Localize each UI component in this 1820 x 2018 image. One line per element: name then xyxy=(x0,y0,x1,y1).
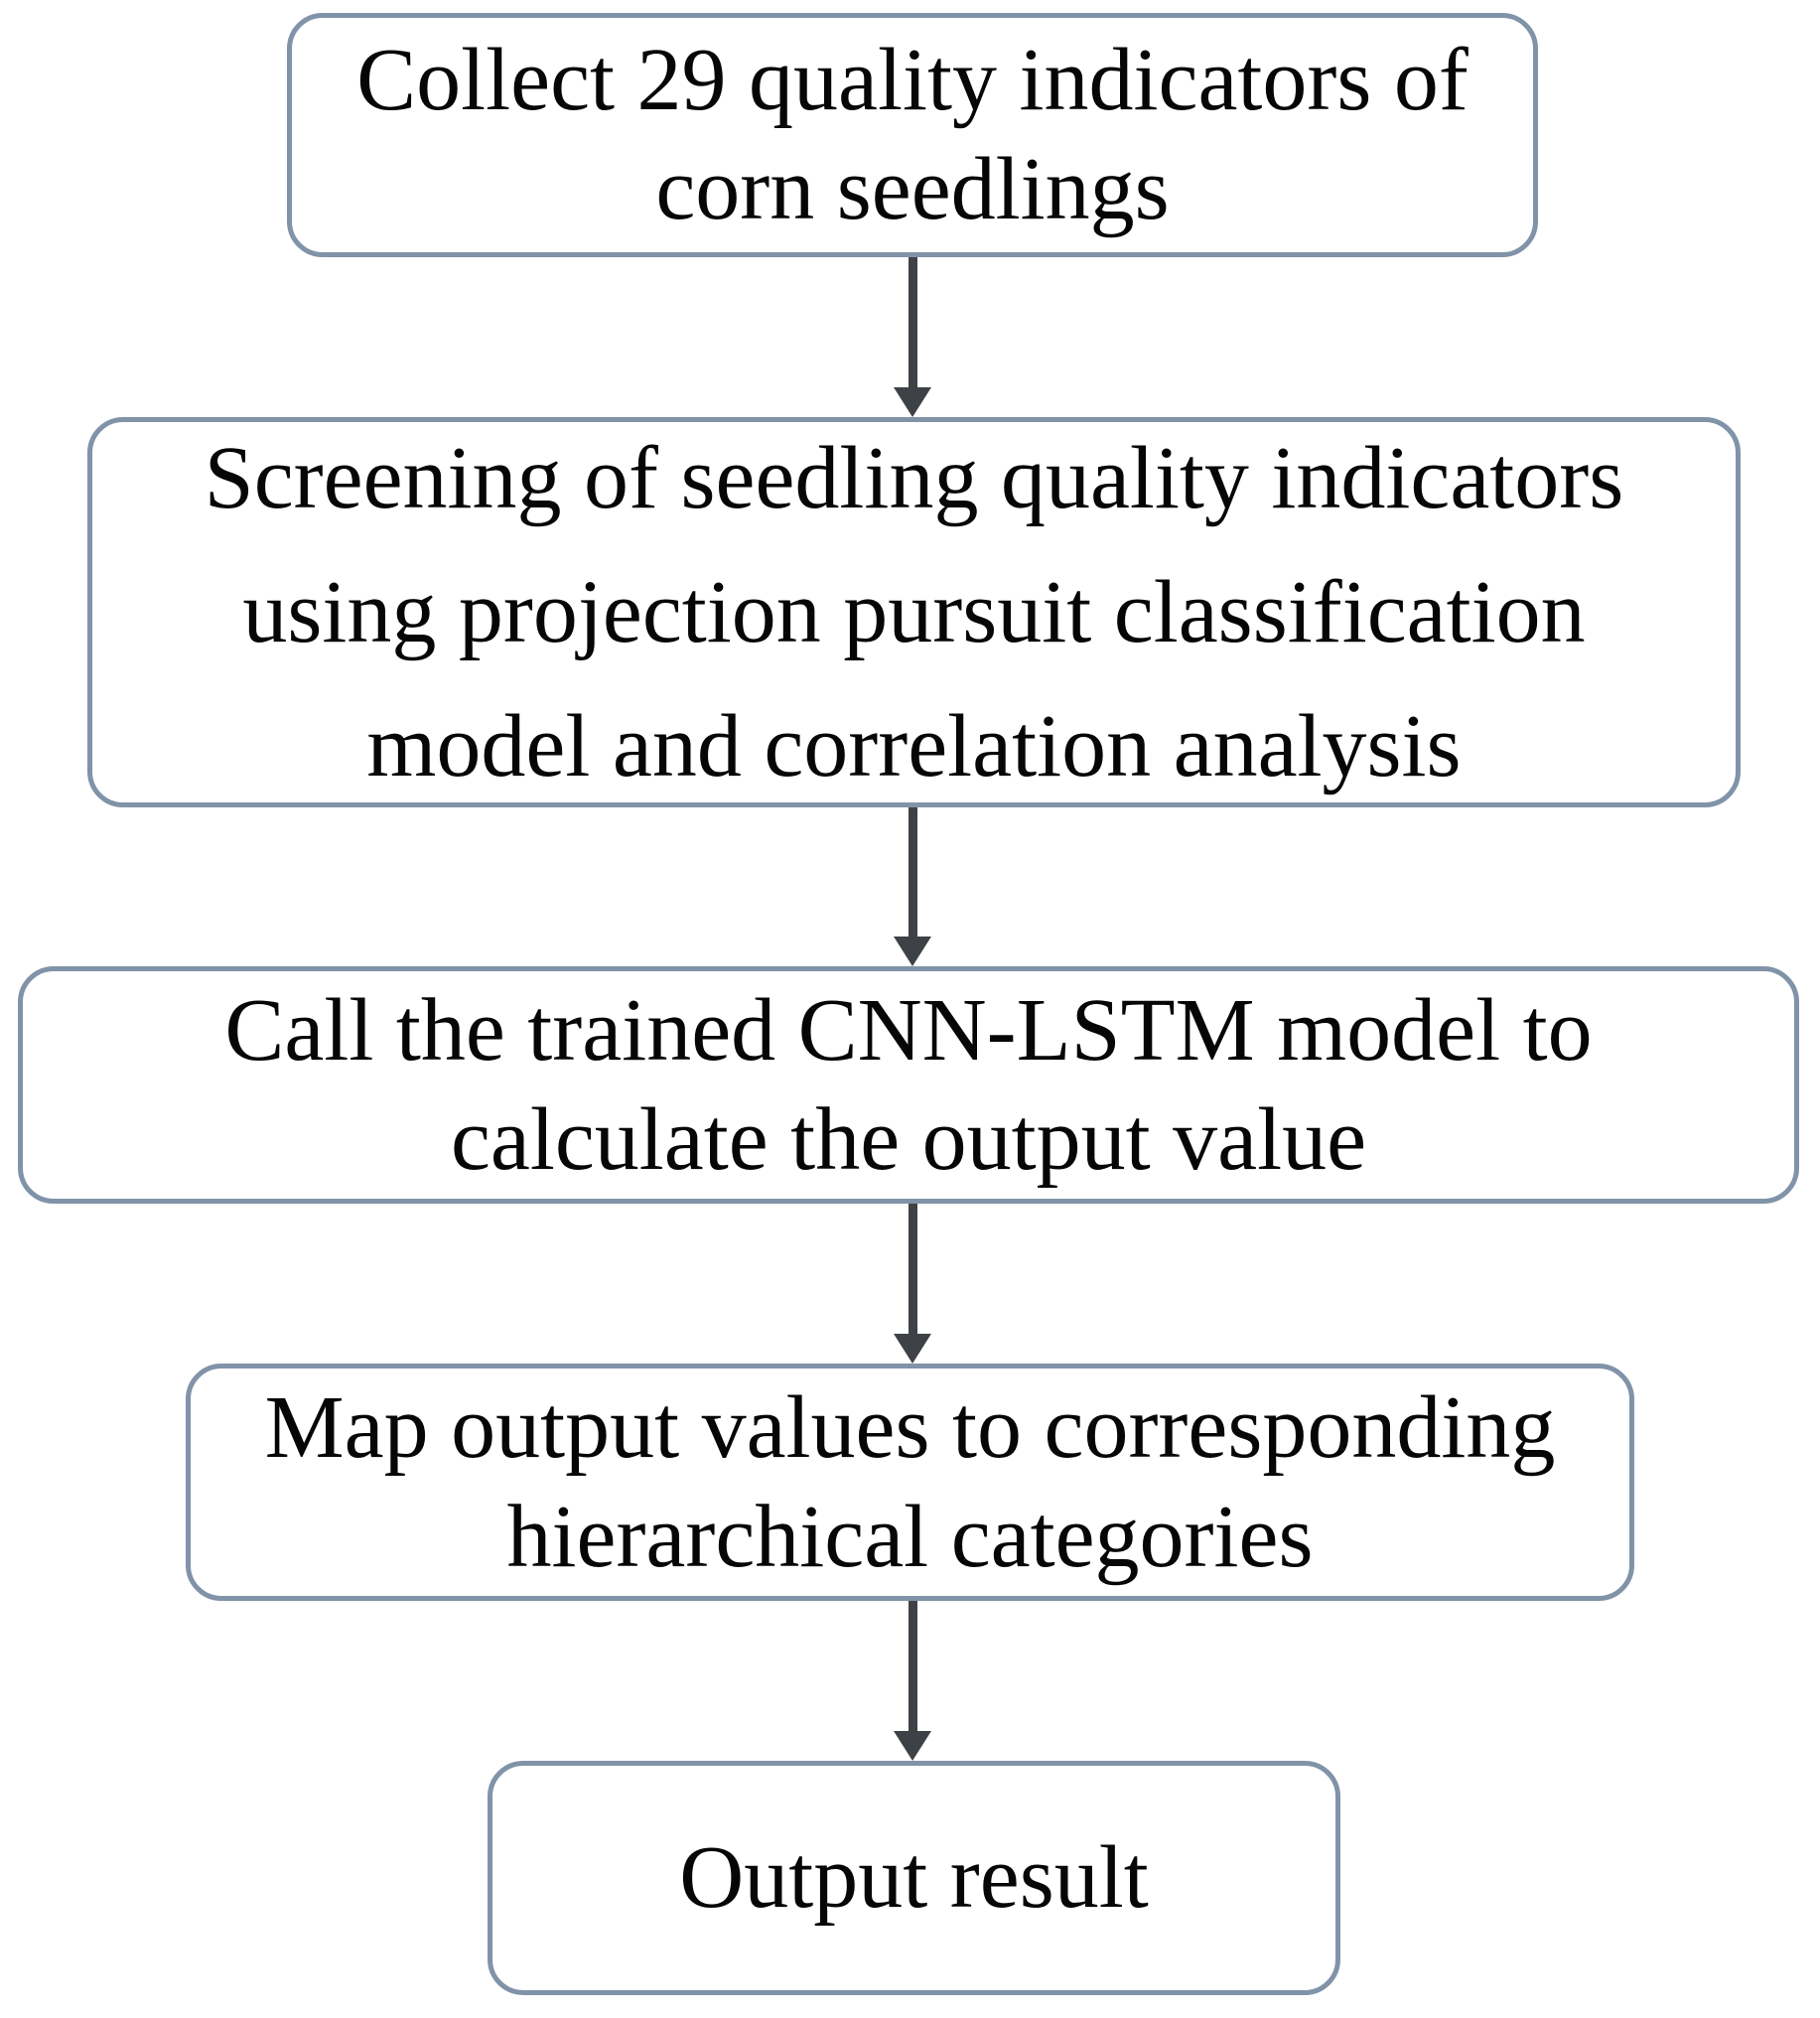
step-text-line: model and correlation analysis xyxy=(366,697,1462,795)
arrow-head-icon xyxy=(894,387,931,417)
arrow-head-icon xyxy=(894,1334,931,1364)
step-text-line: Map output values to corresponding xyxy=(264,1377,1556,1477)
arrow-shaft xyxy=(908,1204,917,1334)
step-text-line: Collect 29 quality indicators of xyxy=(356,31,1469,130)
step-text-line: Screening of seedling quality indicators xyxy=(204,429,1624,527)
flow-arrow-down xyxy=(894,1601,931,1761)
flow-arrow-down xyxy=(894,257,931,417)
step-output-result: Output result xyxy=(488,1761,1340,1995)
step-text-line: Output result xyxy=(679,1828,1149,1928)
step-text-line: calculate the output value xyxy=(450,1089,1367,1189)
step-text-line: Call the trained CNN-LSTM model to xyxy=(224,980,1593,1080)
step-collect-indicators: Collect 29 quality indicators of corn se… xyxy=(287,13,1538,257)
flow-arrow-down xyxy=(894,1204,931,1364)
step-text-line: using projection pursuit classification xyxy=(242,563,1586,661)
arrow-head-icon xyxy=(894,937,931,966)
step-text-line: corn seedlings xyxy=(655,140,1170,238)
flow-arrow-down xyxy=(894,807,931,966)
arrow-shaft xyxy=(908,257,917,387)
arrow-shaft xyxy=(908,807,917,937)
step-screening-indicators: Screening of seedling quality indicators… xyxy=(87,417,1741,807)
step-cnn-lstm-model: Call the trained CNN-LSTM model to calcu… xyxy=(18,966,1799,1204)
step-map-categories: Map output values to corresponding hiera… xyxy=(186,1364,1634,1601)
arrow-head-icon xyxy=(894,1731,931,1761)
step-text-line: hierarchical categories xyxy=(506,1487,1314,1586)
arrow-shaft xyxy=(908,1601,917,1731)
